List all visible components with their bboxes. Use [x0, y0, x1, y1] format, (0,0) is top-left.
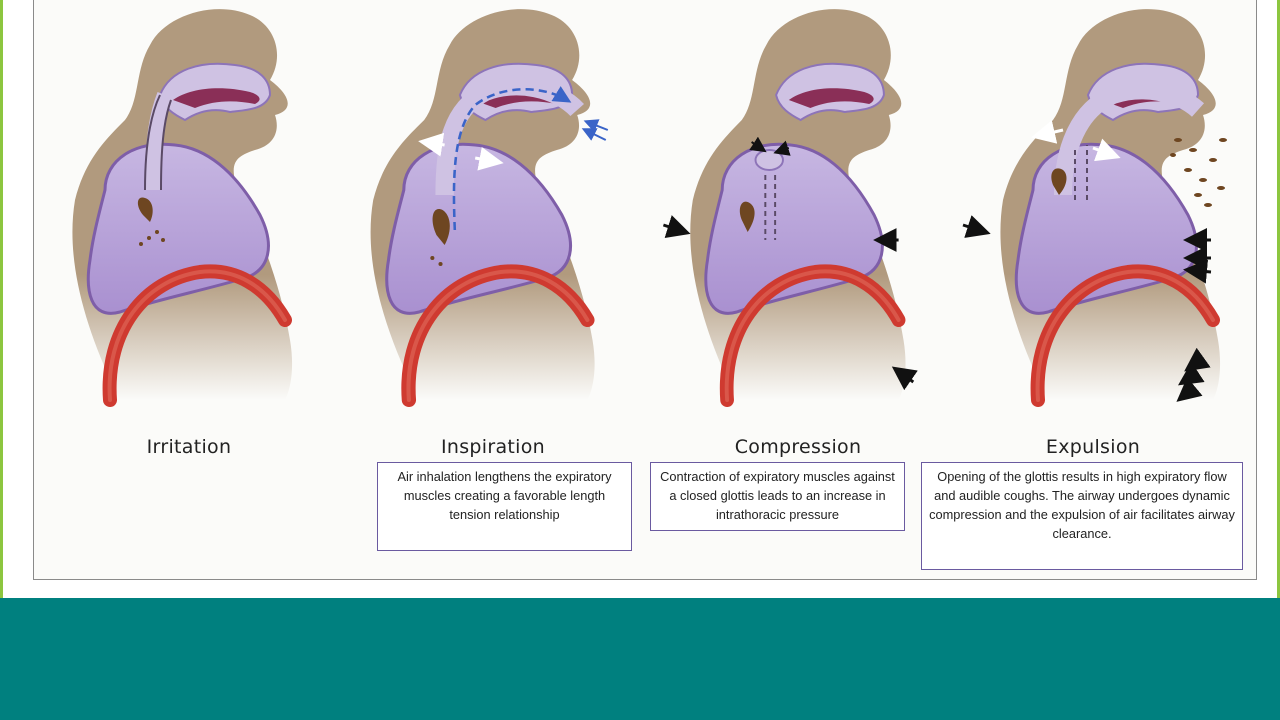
stage-title-compression: Compression — [734, 436, 862, 458]
stage-title-expulsion: Expulsion — [1045, 436, 1141, 458]
figure-irritation — [72, 9, 292, 400]
stage-title-inspiration: Inspiration — [440, 436, 546, 458]
figure-expulsion — [962, 9, 1227, 400]
caption-compression: Contraction of expiratory muscles agains… — [650, 462, 905, 531]
figure-inspiration — [371, 9, 609, 400]
footer-band — [0, 598, 1280, 720]
caption-expulsion: Opening of the glottis results in high e… — [921, 462, 1243, 570]
figure-compression — [662, 9, 918, 400]
stage-title-irritation: Irritation — [146, 436, 232, 458]
cough-phases-illustration — [3, 0, 1280, 598]
caption-inspiration: Air inhalation lengthens the expiratory … — [377, 462, 632, 551]
slide: Irritation Inspiration Compression Expul… — [0, 0, 1280, 598]
